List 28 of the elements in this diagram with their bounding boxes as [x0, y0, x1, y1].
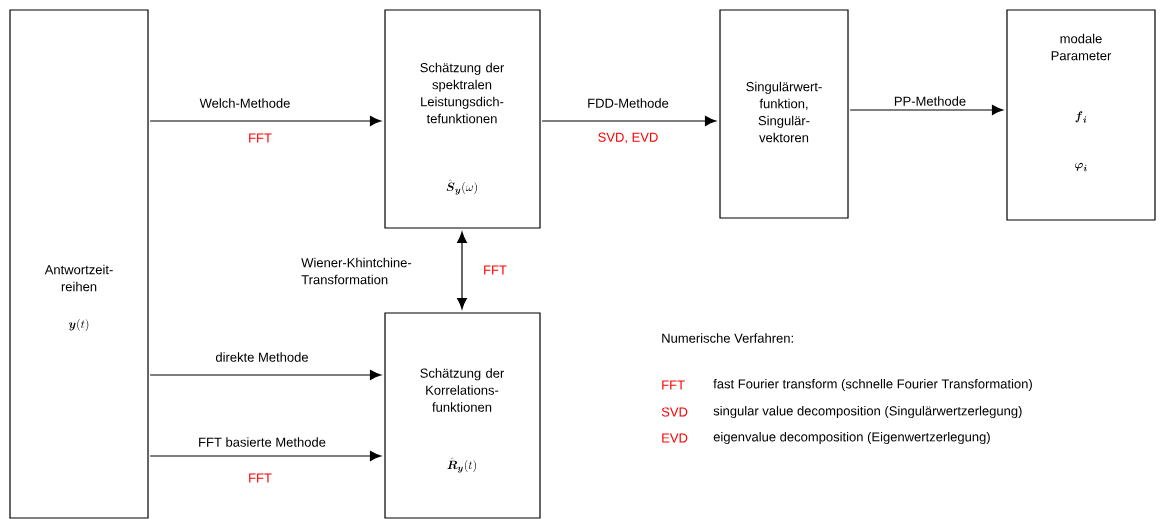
- process-box: Antwortzeit- reihen $\boldsymbol{y}(t)$: [9, 9, 149, 519]
- arrow: [149, 116, 382, 126]
- edge-label: FFT basierte Methode: [199, 437, 326, 447]
- method-note: SVD, EVD: [598, 132, 658, 144]
- arrow: [149, 451, 382, 461]
- legend-description: eigenvalue decomposition (Eigenwertzerlegung): [713, 431, 990, 445]
- edge-label: FDD-Methode: [588, 98, 669, 108]
- edge-label: direkte Methode: [215, 352, 308, 362]
- process-box: Singulärwert- funktion, Singulär- vektoren: [719, 9, 849, 219]
- legend-description: singular value decomposition (Singulärwertzerlegung): [713, 405, 1022, 419]
- abbreviation: FFT: [662, 380, 685, 390]
- abbreviation: SVD: [661, 407, 688, 417]
- abbreviation: EVD: [662, 433, 688, 443]
- legend-description: fast Fourier transform (schnelle Fourier Transformation): [713, 378, 1032, 392]
- arrow: [457, 231, 467, 310]
- legend-heading: Numerische Verfahren:: [662, 333, 793, 343]
- method-note: FFT: [249, 473, 272, 483]
- arrow: [849, 105, 1004, 115]
- process-box: modale Parameter $\boldsymbol{f}_{\boldsymbol{i}}$ $\boldsymbol{\varphi}_{\boldsymbol{i}}$: [1006, 9, 1156, 221]
- process-box: Schätzung der Korrelations- funktionen $\hat{\boldsymbol{R}}_{\boldsymbol{y}}(t)$: [384, 312, 541, 519]
- arrow: [541, 116, 717, 126]
- arrow: [149, 370, 382, 380]
- process-box: Schätzung der spektralen Leistungsdich- tefunktionen $\hat{\boldsymbol{S}}_{\boldsymbol{y}}(\omega)$: [384, 9, 541, 229]
- edge-label: Wiener-Khintchine- Transformation: [301, 257, 412, 285]
- edge-label: PP-Methode: [894, 96, 966, 106]
- method-note: FFT: [484, 265, 507, 275]
- method-note: FFT: [249, 133, 272, 143]
- edge-label: Welch-Methode: [199, 98, 290, 108]
